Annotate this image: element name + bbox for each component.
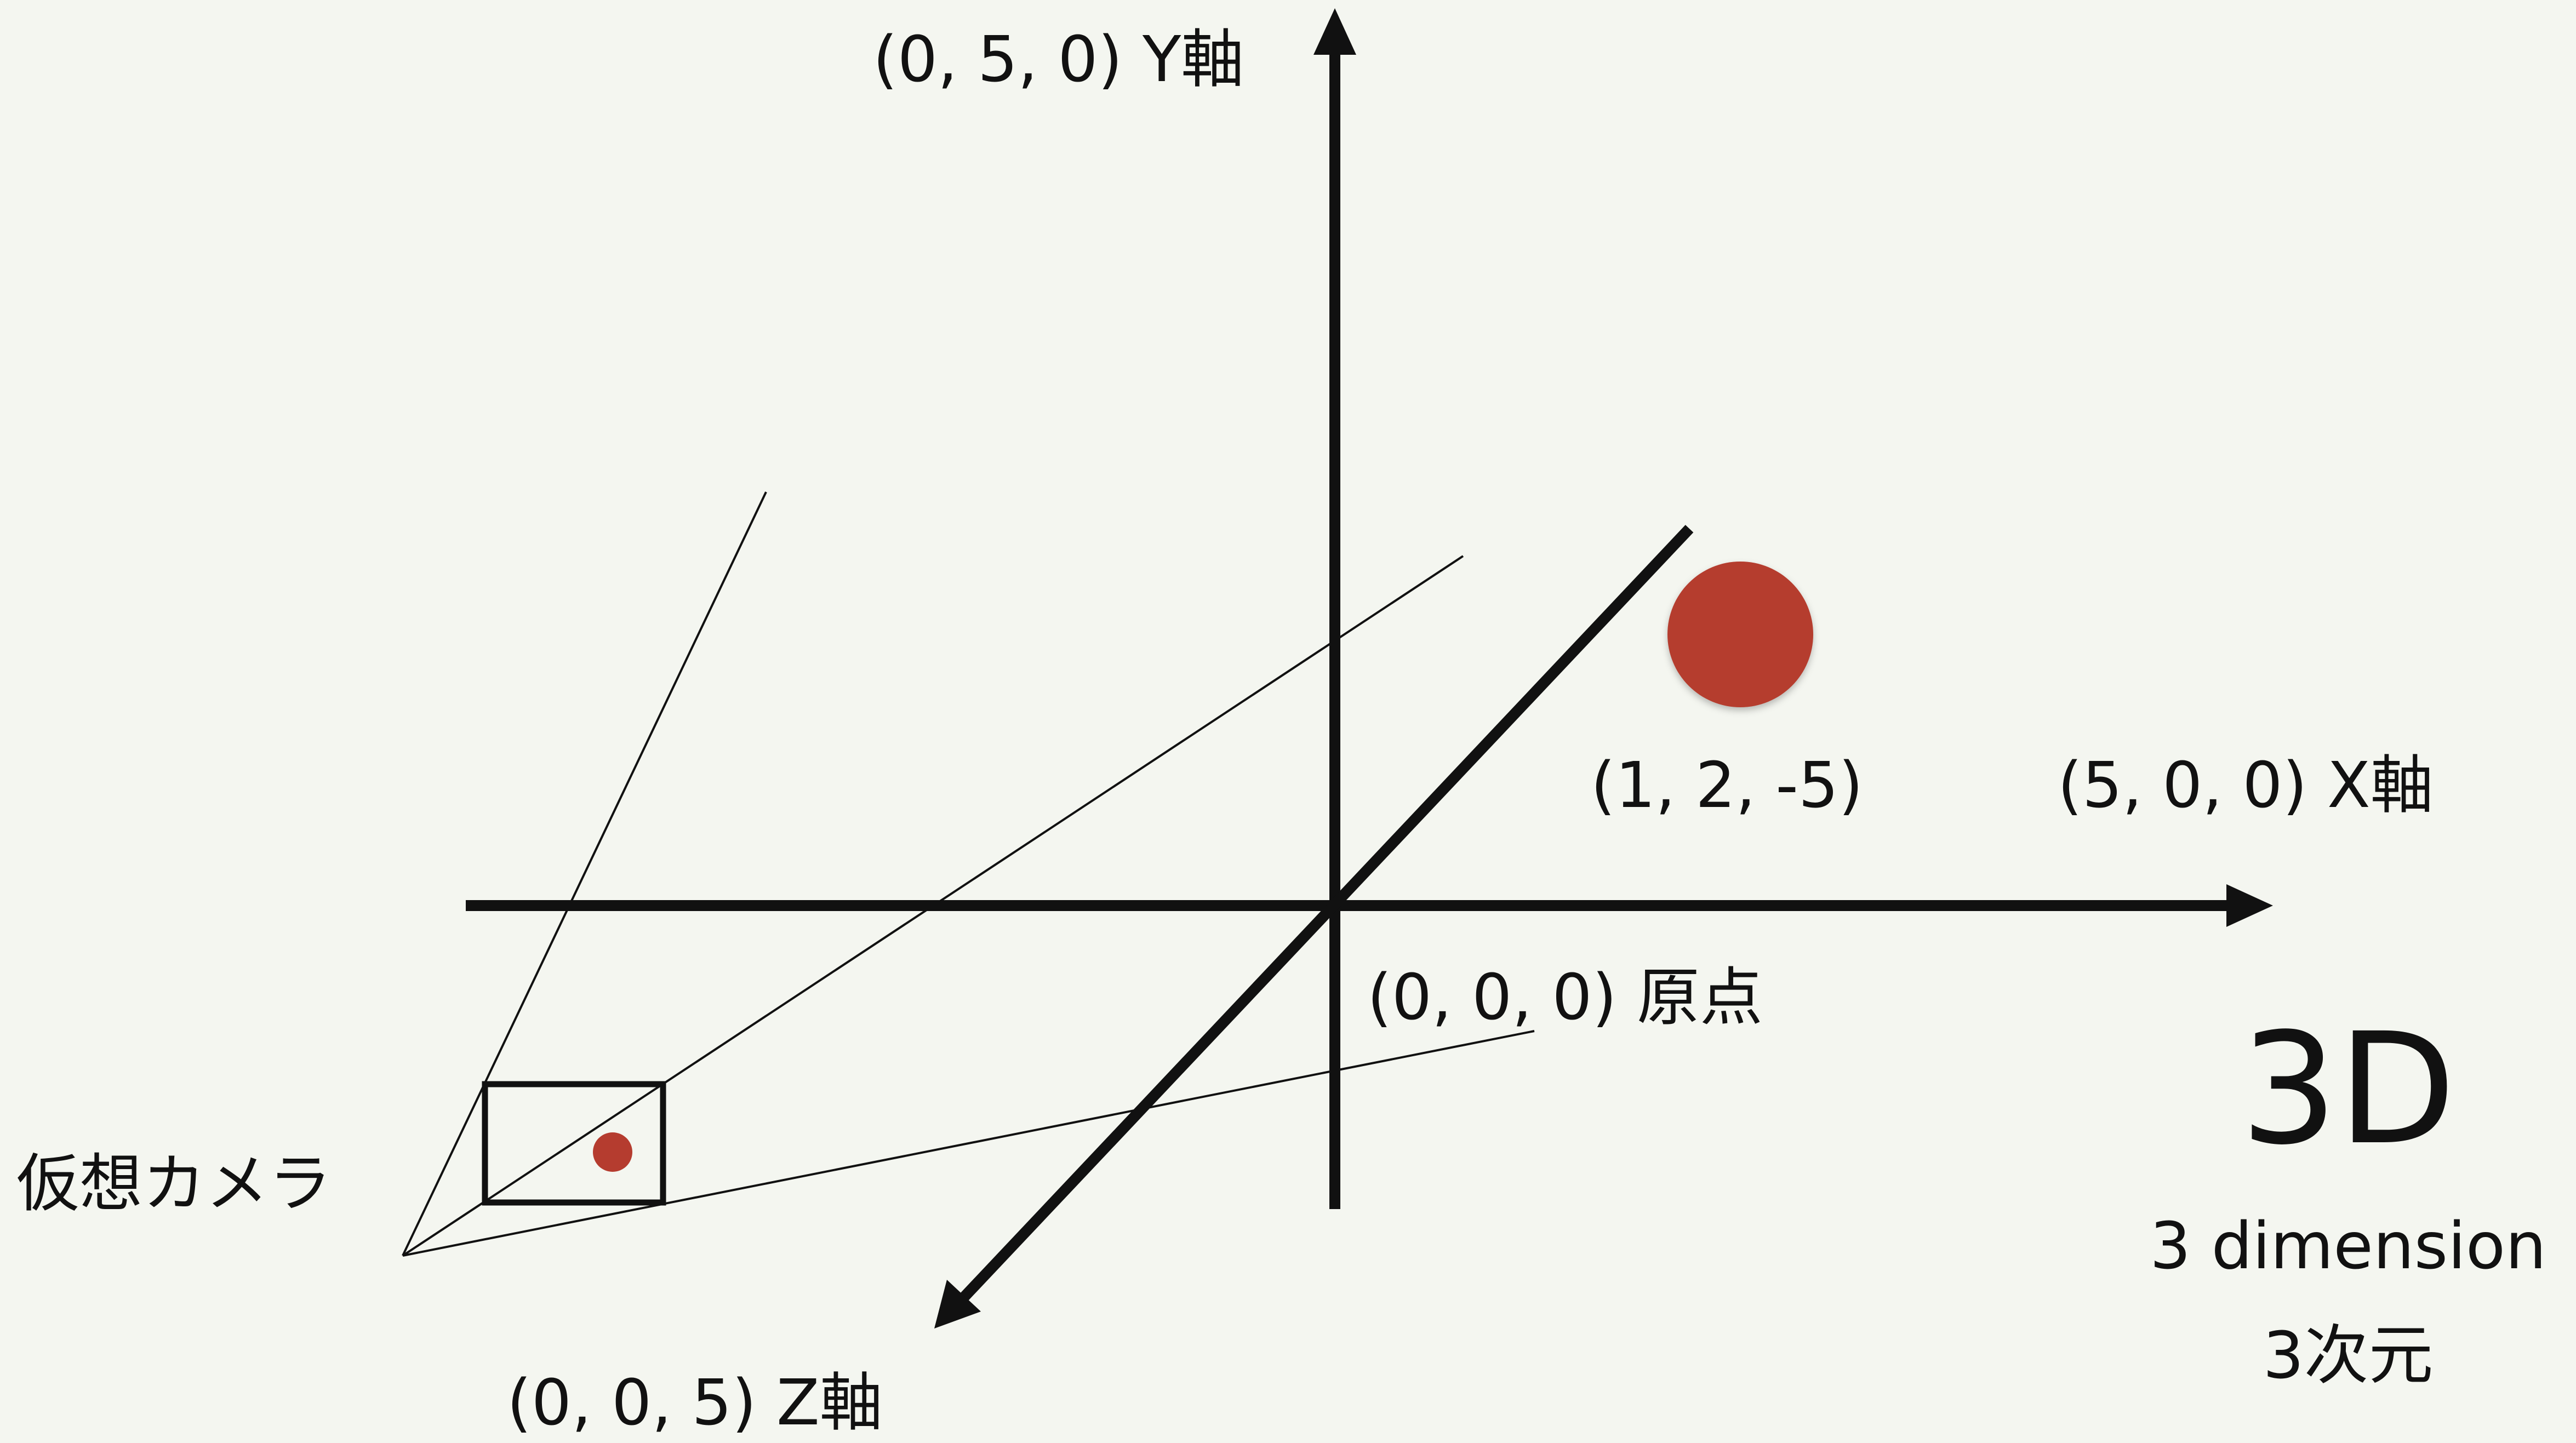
camera-label: 仮想カメラ — [16, 1147, 332, 1221]
subtitle-3-dimension: 3 dimension — [2150, 1208, 2546, 1284]
subtitle-3jigen: 3次元 — [2263, 1318, 2433, 1393]
point-label: (1, 2, -5) — [1591, 749, 1863, 822]
y-axis-arrowhead — [1313, 8, 1356, 55]
projected-point — [593, 1132, 632, 1172]
frustum-line-bottom — [402, 1030, 1535, 1257]
x-axis-arrowhead — [2226, 884, 2273, 927]
z-axis-label: (0, 0, 5) Z軸 — [507, 1366, 883, 1440]
frustum-line-top — [402, 491, 767, 1256]
z-axis-line — [960, 525, 1694, 1301]
title-3d: 3D — [2240, 1000, 2456, 1179]
camera-image-plane — [482, 1081, 666, 1206]
x-axis — [466, 884, 2273, 927]
origin-label: (0, 0, 0) 原点 — [1367, 961, 1763, 1034]
z-axis-arrowhead — [934, 1280, 981, 1329]
y-axis-label: (0, 5, 0) Y軸 — [873, 23, 1244, 96]
point-marker — [1667, 562, 1813, 707]
x-axis-label: (5, 0, 0) X軸 — [2058, 749, 2434, 822]
z-axis — [934, 525, 1694, 1329]
y-axis — [1313, 8, 1356, 1209]
